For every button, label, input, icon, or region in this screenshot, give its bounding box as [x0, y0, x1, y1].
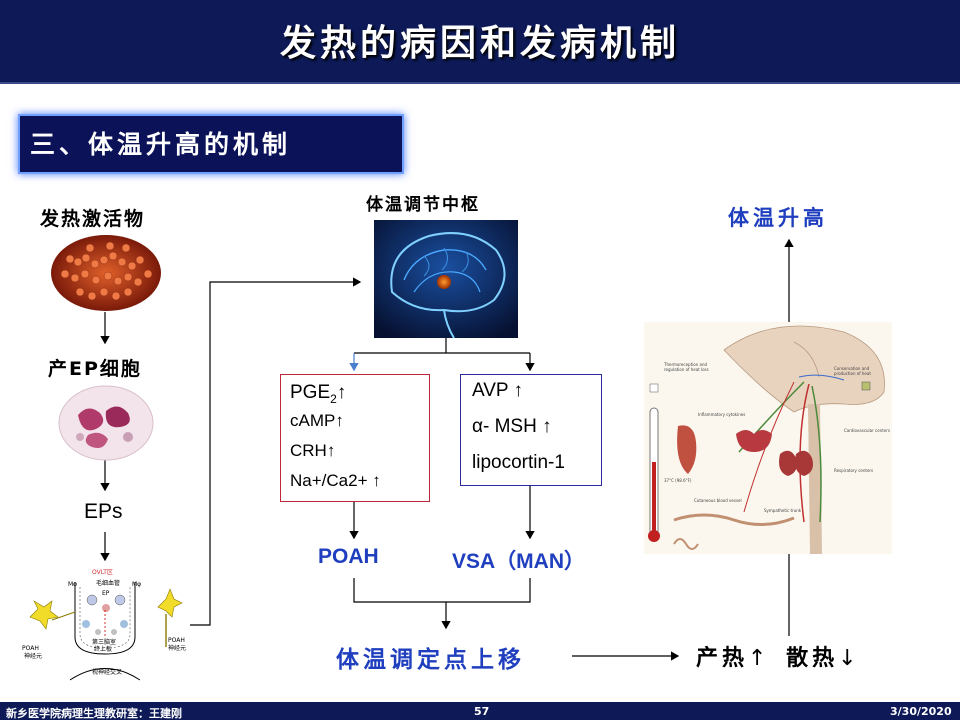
- slide-title: 发热的病因和发病机制: [279, 22, 680, 64]
- pge2-line: PGE2↑: [290, 380, 346, 412]
- ep-text: EP: [102, 590, 110, 597]
- red-box-item: Na+/Ca2+ ↑: [290, 471, 381, 490]
- svg-text:Inflammatory cytokines: Inflammatory cytokines: [698, 412, 745, 417]
- heat-balance: 产热↑ 散热↓: [696, 640, 861, 672]
- svg-text:Respiratory centers: Respiratory centers: [834, 468, 873, 473]
- eps-label: EPs: [84, 500, 123, 523]
- svg-text:Cardiovascular centers: Cardiovascular centers: [844, 428, 890, 433]
- blue-box-item: α- MSH ↑: [472, 416, 552, 437]
- regulation-center-label: 体温调节中枢: [366, 195, 480, 215]
- svg-text:regulation of heat loss: regulation of heat loss: [664, 367, 709, 372]
- svg-text:Sympathetic trunk: Sympathetic trunk: [764, 508, 802, 513]
- ventricle-text-2: 终上板: [94, 645, 112, 653]
- blue-mediator-box: [460, 374, 602, 486]
- thermoregulation-anatomy-image: Thermoreception and regulation of heat l…: [644, 322, 892, 554]
- svg-text:37°C (98.6°F): 37°C (98.6°F): [664, 478, 692, 483]
- blue-box-item: lipocortin-1: [472, 452, 565, 473]
- brain-image: [374, 220, 518, 338]
- poah-right-text: POAH: [168, 637, 185, 644]
- blue-box-item: AVP ↑: [472, 380, 524, 401]
- title-bar: [0, 0, 960, 84]
- poah-left-text-2: 神经元: [24, 652, 42, 660]
- ep-cell-image: [58, 385, 154, 461]
- bacteria-image: [51, 235, 161, 311]
- mphi-left-text: Mφ: [68, 581, 77, 588]
- heat-production-arrow: ↑: [748, 646, 771, 671]
- footer-date: 3/30/2020: [890, 705, 952, 718]
- svg-text:Conservation and: Conservation and: [834, 366, 870, 371]
- mphi-right-text: Mφ: [132, 581, 141, 588]
- red-mediator-box: [280, 374, 430, 502]
- vsa-label: VSA（MAN）: [452, 550, 586, 573]
- setpoint-label: 体温调定点上移: [336, 647, 525, 673]
- svg-text:Cutaneous blood vessel: Cutaneous blood vessel: [694, 498, 742, 503]
- pge2-sub: 2: [330, 391, 337, 406]
- red-box-item: CRH↑: [290, 441, 336, 460]
- activator-label: 发热激活物: [40, 208, 146, 230]
- svg-text:production of heat: production of heat: [834, 371, 871, 376]
- svg-text:Thermoreception and: Thermoreception and: [663, 362, 707, 367]
- poah-label: POAH: [318, 545, 379, 568]
- ep-cell-label: 产EP细胞: [48, 358, 142, 380]
- red-box-item: cAMP↑: [290, 411, 344, 430]
- heat-production-label: 产热: [696, 646, 749, 671]
- capillary-text: 毛细血管: [96, 579, 120, 587]
- ovlt-diagram: OVLT区 毛细血管 EP Mφ Mφ 第三脑室 终上板 POAH 神经元 PO…: [20, 562, 190, 682]
- footer-department: 新乡医学院病理生理教研室：王建刚: [6, 707, 182, 720]
- heat-dissipation-arrow: ↓: [838, 646, 861, 671]
- pge2-arrow: ↑: [336, 382, 347, 403]
- pge2-text: PGE: [290, 382, 331, 403]
- heat-dissipation-label: 散热: [786, 646, 839, 671]
- temp-rise-label: 体温升高: [728, 206, 828, 230]
- ovlt-text: OVLT区: [92, 569, 113, 576]
- chiasm-text: 视神经交叉: [92, 668, 122, 676]
- poah-right-text-2: 神经元: [168, 644, 186, 652]
- poah-left-text: POAH: [22, 645, 39, 652]
- section-header-box: [18, 114, 404, 174]
- footer-page-number: 57: [474, 705, 490, 718]
- ventricle-text: 第三脑室: [92, 638, 116, 646]
- footer-bar: 新乡医学院病理生理教研室：王建刚 57 3/30/2020: [0, 702, 960, 720]
- section-header: 三、体温升高的机制: [30, 130, 292, 159]
